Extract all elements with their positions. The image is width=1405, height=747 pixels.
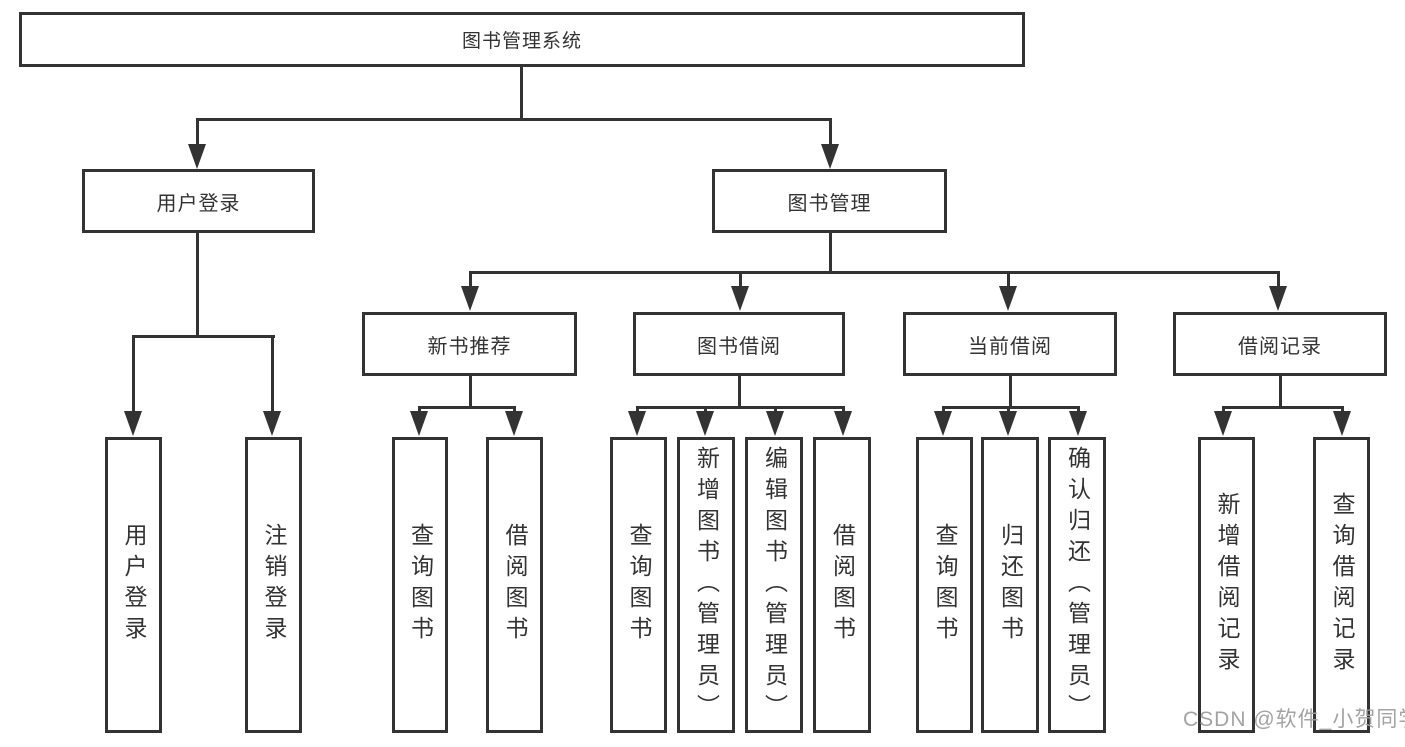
connector-leaf-stem xyxy=(271,335,274,412)
leaf-query-books-current: 查询图书 xyxy=(916,437,973,733)
connector-leaf-stem xyxy=(942,406,945,413)
leaf-logout: 注销登录 xyxy=(245,437,302,733)
node-label: 查询图书 xyxy=(932,523,958,647)
connector-book-mgmt-stem xyxy=(829,118,832,146)
connector-borrow-records-bar xyxy=(1222,406,1343,409)
leaf-user-login: 用户登录 xyxy=(105,437,162,733)
leaf-borrow-books-recommend: 借阅图书 xyxy=(486,437,543,733)
node-user-login: 用户登录 xyxy=(82,169,315,233)
arrow-down-icon xyxy=(999,286,1017,311)
node-label: 图书借阅 xyxy=(697,335,781,358)
leaf-add-borrow-record: 新增借阅记录 xyxy=(1198,437,1255,733)
node-label: 用户登录 xyxy=(121,523,147,647)
connector-new-books-bar xyxy=(418,406,516,409)
connector-current-borrow-stem xyxy=(1007,271,1010,287)
connector-current-borrow-bar xyxy=(942,406,1079,409)
node-label: 注销登录 xyxy=(261,523,287,647)
connector-leaf-stem xyxy=(1077,406,1080,413)
node-label: 新书推荐 xyxy=(427,335,512,358)
node-current-borrowing: 当前借阅 xyxy=(903,312,1117,376)
connector-borrow-records-down xyxy=(1279,376,1282,406)
arrow-down-icon xyxy=(934,411,952,436)
connector-leaf-stem xyxy=(842,406,845,413)
connector-root-stem xyxy=(520,67,523,118)
arrow-down-icon xyxy=(263,411,281,436)
csdn-watermark: CSDN @软件_小贺同学 xyxy=(1183,708,1405,731)
connector-user-login-bar xyxy=(132,335,275,338)
node-label: 新增借阅记录 xyxy=(1214,492,1240,678)
leaf-edit-books-admin: 编辑图书（管理员） xyxy=(745,437,803,733)
node-label: 借阅图书 xyxy=(502,523,528,647)
node-label: 用户登录 xyxy=(156,192,241,215)
node-label: 新增图书（管理员） xyxy=(693,445,720,725)
node-label: 图书管理系统 xyxy=(461,31,582,52)
leaf-query-books-borrowing: 查询图书 xyxy=(610,437,667,733)
arrow-down-icon xyxy=(188,144,206,169)
node-label: 查询图书 xyxy=(626,523,652,647)
connector-new-books-stem xyxy=(469,271,472,287)
connector-book-borrow-stem xyxy=(739,271,742,287)
connector-new-books-down xyxy=(469,376,472,406)
connector-user-login-stem xyxy=(196,118,199,146)
arrow-down-icon xyxy=(1333,411,1351,436)
arrow-down-icon xyxy=(1269,286,1287,311)
node-label: 当前借阅 xyxy=(968,335,1052,358)
connector-user-login-down xyxy=(196,233,199,335)
leaf-query-books-recommend: 查询图书 xyxy=(392,437,448,733)
leaf-confirm-return-admin: 确认归还（管理员） xyxy=(1048,437,1106,733)
arrow-down-icon xyxy=(505,411,523,436)
connector-leaf-stem xyxy=(704,406,707,413)
leaf-return-books: 归还图书 xyxy=(981,437,1039,733)
node-new-book-recommend: 新书推荐 xyxy=(362,312,577,376)
arrow-down-icon xyxy=(821,144,839,169)
node-borrowing-records: 借阅记录 xyxy=(1173,312,1387,376)
connector-leaf-stem xyxy=(774,406,777,413)
connector-leaf-stem xyxy=(132,335,135,412)
connector-book-mgmt-down xyxy=(829,233,832,271)
connector-leaf-stem xyxy=(1007,406,1010,413)
node-label: 图书管理 xyxy=(787,192,872,215)
node-label: 查询借阅记录 xyxy=(1329,492,1355,678)
connector-current-borrow-down xyxy=(1009,376,1012,406)
arrow-down-icon xyxy=(1069,411,1087,436)
node-book-management: 图书管理 xyxy=(712,169,947,233)
node-label: 借阅图书 xyxy=(829,523,856,647)
arrow-down-icon xyxy=(461,286,479,311)
arrow-down-icon xyxy=(999,411,1017,436)
arrow-down-icon xyxy=(628,411,646,436)
connector-level2-bar xyxy=(196,118,832,121)
connector-leaf-stem xyxy=(636,406,639,413)
arrow-down-icon xyxy=(124,411,142,436)
arrow-down-icon xyxy=(731,286,749,311)
node-label: 查询图书 xyxy=(407,523,434,647)
node-book-borrowing: 图书借阅 xyxy=(633,312,845,376)
arrow-down-icon xyxy=(696,411,714,436)
arrow-down-icon xyxy=(410,411,428,436)
arrow-down-icon xyxy=(834,411,852,436)
arrow-down-icon xyxy=(1214,411,1232,436)
node-label: 归还图书 xyxy=(997,523,1024,647)
connector-book-borrow-bar xyxy=(636,406,844,409)
leaf-query-borrow-record: 查询借阅记录 xyxy=(1313,437,1370,733)
connector-borrow-records-stem xyxy=(1277,271,1280,287)
arrow-down-icon xyxy=(766,411,784,436)
node-label: 确认归还（管理员） xyxy=(1064,445,1091,725)
node-library-management-system: 图书管理系统 xyxy=(19,12,1025,67)
connector-leaf-stem xyxy=(513,406,516,413)
connector-leaf-stem xyxy=(418,406,421,413)
connector-level3-bar xyxy=(469,271,1280,274)
node-label: 借阅记录 xyxy=(1238,335,1322,358)
leaf-borrow-books-borrowing: 借阅图书 xyxy=(813,437,871,733)
node-label: 编辑图书（管理员） xyxy=(761,445,788,725)
leaf-add-books-admin: 新增图书（管理员） xyxy=(677,437,735,733)
connector-book-borrow-down xyxy=(738,376,741,406)
connector-leaf-stem xyxy=(1222,406,1225,413)
connector-leaf-stem xyxy=(1341,406,1344,413)
